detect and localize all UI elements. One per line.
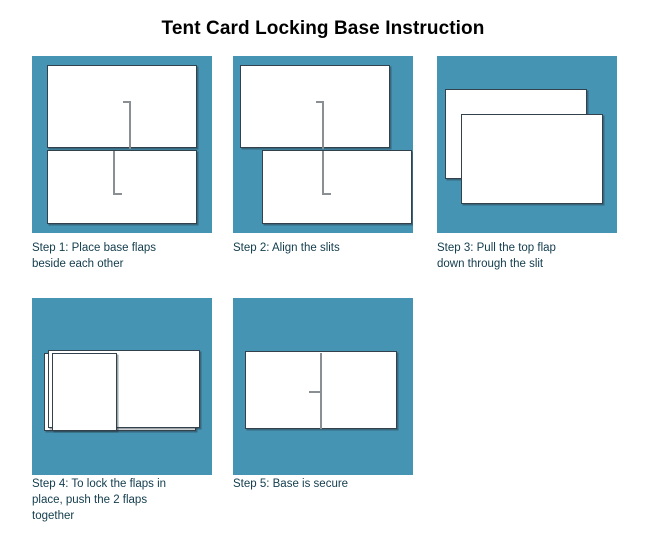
step-1-bottom-slit-vertical (113, 151, 115, 195)
step-3-caption-line-2: down through the slit (437, 258, 544, 270)
step-4-caption: Step 4: To lock the flaps in place, push… (32, 476, 214, 524)
step-5-seam-horizontal (309, 391, 322, 393)
page-title: Tent Card Locking Base Instruction (161, 18, 485, 39)
step-4-caption-line-3: together (32, 510, 75, 522)
step-1-bottom-flap (47, 150, 197, 224)
step-4-caption-line-2: place, push the 2 flaps (32, 494, 148, 506)
step-1-caption: Step 1: Place base flaps beside each oth… (32, 240, 214, 272)
step-2-bottom-slit-horizontal (322, 193, 331, 195)
step-1-caption-line-1: Step 1: Place base flaps (32, 242, 157, 254)
step-1-top-slit-horizontal (123, 101, 131, 103)
step-1-caption-line-2: beside each other (32, 258, 124, 270)
step-4-illustration-panel (32, 298, 212, 475)
step-1-bottom-slit-horizontal (113, 193, 122, 195)
step-5-caption: Step 5: Base is secure (233, 476, 415, 492)
step-4-caption-line-1: Step 4: To lock the flaps in (32, 478, 167, 490)
step-2-top-flap (240, 65, 390, 148)
step-5-seam-upper-vertical (320, 353, 322, 392)
step-3-front-flap (461, 114, 603, 204)
step-2-top-slit-horizontal (316, 101, 324, 103)
step-3-caption-line-1: Step 3: Pull the top flap (437, 242, 556, 254)
step-3-illustration-panel (437, 56, 617, 233)
step-3-caption: Step 3: Pull the top flap down through t… (437, 240, 637, 272)
step-2-illustration-panel (233, 56, 413, 233)
step-4-front-flap (52, 353, 117, 431)
step-2-caption: Step 2: Align the slits (233, 240, 415, 256)
step-2-bottom-slit-vertical (322, 151, 324, 195)
step-2-top-slit-vertical (322, 101, 324, 149)
step-1-illustration-panel (32, 56, 212, 233)
step-2-bottom-flap (262, 150, 412, 224)
step-5-assembled-base (245, 351, 397, 429)
step-5-seam-lower-vertical (320, 391, 322, 429)
step-2-caption-line-1: Step 2: Align the slits (233, 242, 340, 254)
step-5-illustration-panel (233, 298, 413, 475)
step-1-top-flap (47, 65, 197, 148)
step-5-caption-line-1: Step 5: Base is secure (233, 478, 349, 490)
step-1-top-slit-vertical (129, 101, 131, 149)
